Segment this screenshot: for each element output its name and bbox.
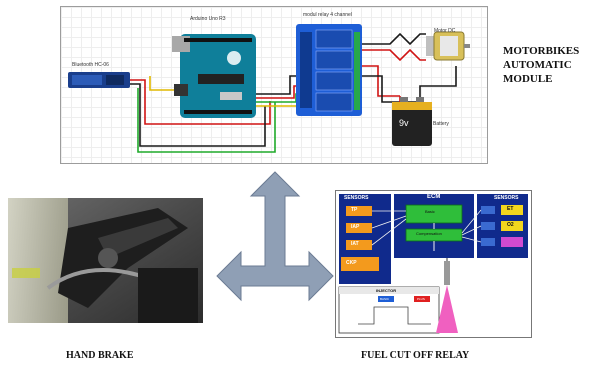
wire-red-1 [130,79,271,125]
battery-label: Battery [433,121,449,127]
battery [392,97,432,146]
sensor-iat: IAT [351,241,359,247]
arduino-board [172,34,256,118]
module-title: MOTORBIKES AUTOMATIC MODULE [503,44,579,86]
motor-label: Motor DC [434,28,456,34]
wire-black-3 [360,32,426,46]
sensor-o2: O2 [507,222,514,228]
injector-title: INJECTOR [376,288,397,293]
hand-brake-illustration [8,198,203,323]
three-way-arrow [216,171,334,302]
relay-label: modul relay 4 channel [303,12,352,18]
fuel-spray [436,285,458,333]
wiring-diagram [68,24,470,153]
module-title-line1: MOTORBIKES [503,45,580,57]
module-title-line3: MODULE [503,73,553,85]
sensor-et: ET [507,206,514,212]
sensors-left-title: SENSORS [344,195,369,201]
arduino-label: Arduino Uno R3 [190,16,226,22]
injector-nozzle [444,261,450,285]
wire-black-2 [253,75,300,95]
ecm-compensation-block: Compensation [416,231,442,236]
bluetooth-module [68,72,130,88]
wiring-diagram-panel [60,6,488,164]
wire-red-3 [360,48,426,62]
wire-green-1 [137,88,276,153]
ecm-title: ECM [427,194,441,200]
sensor-tp: TP [351,207,358,213]
sensor-iap: IAP [351,224,360,230]
sensor-ckp: CKP [346,260,357,266]
bluetooth-label: Bluetooth HC-06 [72,62,109,68]
wire-yellow-1 [149,76,180,91]
hand-brake-caption: HAND BRAKE [66,350,134,361]
injector-box [338,286,440,334]
hand-brake-photo [8,198,203,323]
ecm-panel: SENSORS ECM SENSORS TP IAP IAT CKP ET O2… [335,190,532,338]
ecm-basic-block: Basic [425,209,435,214]
wire-black-1 [130,83,266,147]
arrow-shape [216,171,334,302]
sensors-right-title: SENSORS [494,195,519,201]
relay-board [296,24,362,116]
ecm-diagram [336,191,531,337]
dc-motor [426,31,470,61]
wire-red-4 [360,65,400,97]
fuel-basic: BASIC [380,297,390,301]
module-title-line2: AUTOMATIC [503,59,572,71]
battery-voltage: 9v [399,118,409,128]
wire-red-2 [253,85,300,99]
fuel-cut-caption: FUEL CUT OFF RELAY [361,350,470,361]
fuel-plus: PLUS [417,297,425,301]
wire-black-4 [360,66,457,103]
